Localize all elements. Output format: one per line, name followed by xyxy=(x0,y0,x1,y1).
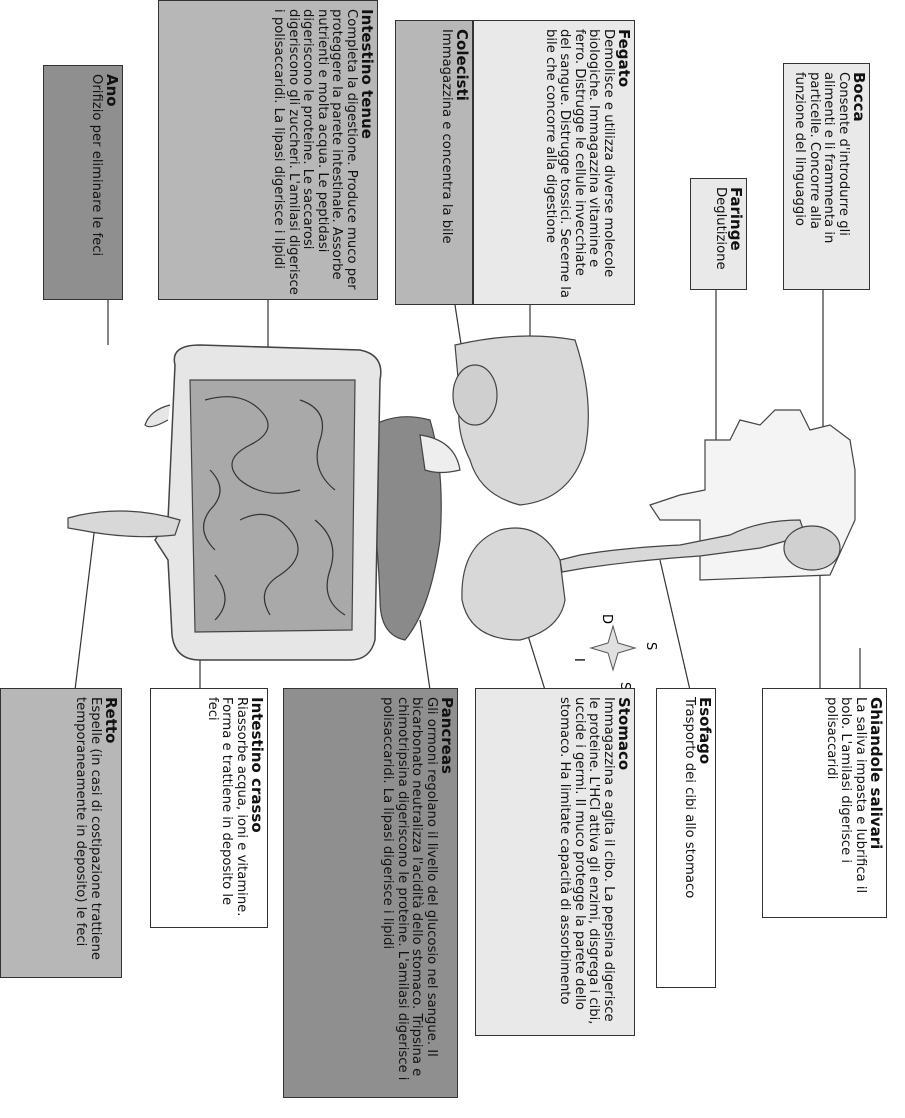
label-ghiandole-salivari: Ghiandole salivari La saliva impasta e l… xyxy=(762,688,887,918)
label-colecisti-body: Immagazzina e concentra la bile xyxy=(438,29,453,300)
compass-top: S xyxy=(643,642,658,650)
label-ghiandole-salivari-title: Ghiandole salivari xyxy=(867,697,884,913)
stomach-shape xyxy=(462,528,565,640)
label-faringe-title: Faringe xyxy=(727,187,744,285)
appendix-shape xyxy=(145,405,170,427)
label-intestino-tenue: Intestino tenue Completa la digestione. … xyxy=(158,0,378,300)
label-intestino-crasso: Intestino crasso Riassorbe acqua, ioni e… xyxy=(150,688,268,928)
label-intestino-crasso-title: Intestino crasso xyxy=(248,697,265,923)
label-esofago: Esofago Trasporto dei cibi allo stomaco xyxy=(656,688,716,988)
label-faringe-body: Deglutizione xyxy=(712,187,727,285)
label-esofago-title: Esofago xyxy=(696,697,713,983)
label-intestino-tenue-body: Completa la digestione. Produce muco per… xyxy=(270,9,358,295)
label-ano-title: Ano xyxy=(103,74,120,295)
gallbladder-shape xyxy=(453,365,497,425)
label-pancreas: Pancreas Gli ormoni regolano il livello … xyxy=(283,688,458,1098)
compass-bottom: I xyxy=(571,658,586,662)
label-bocca: Bocca Consente d'introdurre gli alimenti… xyxy=(783,63,870,290)
label-stomaco: Stomaco Immagazzina e agita il cibo. La … xyxy=(475,688,635,1036)
label-colecisti: Colecisti Immagazzina e concentra la bil… xyxy=(395,20,473,305)
label-pancreas-body: Gli ormoni regolano il livello del gluco… xyxy=(380,697,438,1093)
label-retto: Retto Espelle (in casi di costipazione t… xyxy=(0,688,122,978)
label-bocca-body: Consente d'introdurre gli alimenti e li … xyxy=(792,72,850,285)
label-stomaco-body: Immagazzina e agita il cibo. La pepsina … xyxy=(557,697,615,1031)
salivary-gland-shape xyxy=(784,526,840,570)
label-pancreas-title: Pancreas xyxy=(438,697,455,1093)
label-ano-body: Orifizio per eliminare le feci xyxy=(88,74,103,295)
compass-left: D xyxy=(599,614,614,624)
rectum-shape xyxy=(68,511,180,537)
label-intestino-tenue-title: Intestino tenue xyxy=(358,9,375,295)
label-ano: Ano Orifizio per eliminare le feci xyxy=(43,65,123,300)
duodenum-shape xyxy=(420,435,460,473)
compass-rose: S S D I xyxy=(571,614,658,690)
label-retto-title: Retto xyxy=(102,697,119,973)
label-ghiandole-salivari-body: La saliva impasta e lubrifica il bolo. L… xyxy=(823,697,867,913)
label-fegato-body: Demolisce e utilizza diverse molecole bi… xyxy=(542,29,615,300)
label-fegato: Fegato Demolisce e utilizza diverse mole… xyxy=(473,20,635,305)
label-retto-body: Espelle (in casi di costipazione trattie… xyxy=(73,697,102,973)
label-stomaco-title: Stomaco xyxy=(615,697,632,1031)
label-faringe: Faringe Deglutizione xyxy=(690,178,747,290)
label-esofago-body: Trasporto dei cibi allo stomaco xyxy=(681,697,696,983)
label-bocca-title: Bocca xyxy=(850,72,867,285)
label-intestino-crasso-body: Riassorbe acqua, ioni e vitamine. Forma … xyxy=(204,697,248,923)
label-fegato-title: Fegato xyxy=(615,29,632,300)
label-colecisti-title: Colecisti xyxy=(453,29,470,300)
